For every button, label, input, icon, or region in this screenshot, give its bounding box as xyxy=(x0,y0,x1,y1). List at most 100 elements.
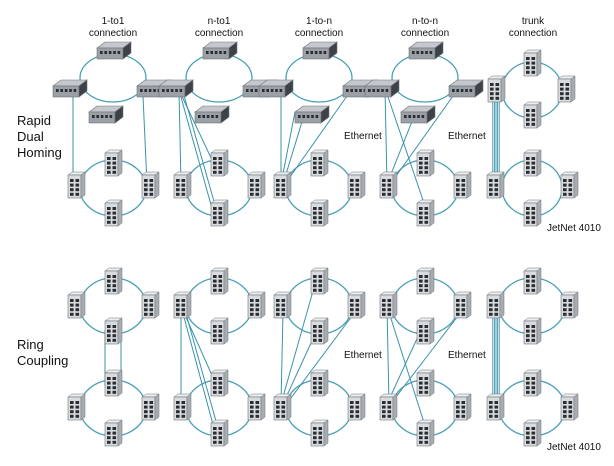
jetnet-device-icon xyxy=(273,171,292,199)
jetnet-device-icon xyxy=(310,267,329,295)
coupling-link xyxy=(384,87,388,185)
column-title-line1: n-to1 xyxy=(207,16,231,27)
jetnet-device-icon xyxy=(173,393,192,421)
column-title-line2: connection xyxy=(508,28,558,39)
jetnet-device-icon xyxy=(523,149,542,177)
coupling-link xyxy=(388,95,454,187)
jetnet-device-icon xyxy=(557,75,576,103)
column-title-line2: connection xyxy=(294,28,344,39)
jetnet-device-icon xyxy=(210,149,229,177)
jetnet-device-icon xyxy=(310,317,329,345)
jetnet-device-icon xyxy=(210,317,229,345)
jetnet-device-icon xyxy=(173,291,192,319)
coupling-link xyxy=(284,95,348,185)
jetnet-device-icon xyxy=(379,171,398,199)
ethernet-label: Ethernet xyxy=(448,350,486,361)
jetnet-device-icon xyxy=(379,291,398,319)
jetnet-device-icon xyxy=(104,419,123,447)
jetnet-device-icon xyxy=(560,171,579,199)
jetnet-device-icon xyxy=(273,393,292,421)
jetnet-device-icon xyxy=(141,393,160,421)
jetnet-device-icon xyxy=(523,101,542,129)
column-title-nton: n-to-n connection xyxy=(380,16,470,40)
jetnet-device-icon xyxy=(210,199,229,227)
ethernet-label: Ethernet xyxy=(448,131,486,142)
coupling-link xyxy=(388,311,462,407)
ring-link xyxy=(185,53,253,103)
jetnet-device-icon xyxy=(487,75,506,103)
jetnet-device-icon xyxy=(416,317,435,345)
ring-link xyxy=(285,53,353,103)
jetnet-device-icon xyxy=(347,171,366,199)
jetnet-device-icon xyxy=(347,393,366,421)
coupling-link xyxy=(142,95,148,185)
jetnet-device-icon xyxy=(523,49,542,77)
coupling-link xyxy=(284,311,356,407)
jetnet-device-icon xyxy=(247,291,266,319)
column-title-line1: 1-to-n xyxy=(305,16,333,27)
backbone-switch-icon xyxy=(194,105,230,124)
jetnet-device-icon xyxy=(104,317,123,345)
jetnet-device-icon xyxy=(453,171,472,199)
jetnet-device-icon xyxy=(416,149,435,177)
row-label-ring-coupling: Ring Coupling xyxy=(17,337,69,368)
column-title-nto1: n-to1 connection xyxy=(174,16,264,40)
jetnet-device-icon xyxy=(104,267,123,295)
backbone-switch-icon xyxy=(88,105,124,124)
coupling-link xyxy=(178,89,214,213)
jetnet-device-icon xyxy=(141,171,160,199)
backbone-switch-icon xyxy=(202,41,238,60)
jetnet-device-icon xyxy=(141,291,160,319)
jetnet-device-icon xyxy=(273,291,292,319)
jetnet-device-icon xyxy=(210,267,229,295)
jetnet-device-icon xyxy=(104,369,123,397)
coupling-link xyxy=(180,305,216,383)
column-title-1to1: 1-to1 connection xyxy=(68,16,158,40)
jetnet-device-icon xyxy=(560,393,579,421)
devices-layer xyxy=(52,41,579,447)
column-title-line1: n-to-n xyxy=(411,16,439,27)
jetnet-device-icon xyxy=(523,419,542,447)
jetnet-device-icon xyxy=(453,291,472,319)
coupling-link xyxy=(386,305,390,405)
jetnet-device-icon xyxy=(486,291,505,319)
backbone-switch-icon xyxy=(258,79,294,98)
ethernet-label: Ethernet xyxy=(344,350,382,361)
jetnet-device-icon xyxy=(523,267,542,295)
jetnet-device-icon xyxy=(560,291,579,319)
column-title-line2: connection xyxy=(88,28,138,39)
jetnet-device-icon xyxy=(486,393,505,421)
jetnet-device-icon xyxy=(416,419,435,447)
column-title-trunk: trunk connection xyxy=(488,16,578,40)
backbone-switch-icon xyxy=(408,41,444,60)
coupling-link xyxy=(180,305,216,433)
jetnet-device-icon xyxy=(173,171,192,199)
coupling-link xyxy=(184,309,220,433)
coupling-link xyxy=(178,89,182,185)
backbone-switch-icon xyxy=(96,41,132,60)
jetnet-device-icon xyxy=(523,199,542,227)
jetnet-device-icon xyxy=(310,419,329,447)
jetnet-device-icon xyxy=(210,369,229,397)
coupling-link xyxy=(280,311,284,405)
row-label-rapid-dual-homing: Rapid Dual Homing xyxy=(17,113,62,160)
backbone-switch-icon xyxy=(52,79,88,98)
jetnet-device-icon xyxy=(104,149,123,177)
device-model-label: JetNet 4010 xyxy=(547,223,601,234)
jetnet-device-icon xyxy=(67,171,86,199)
backbone-switch-icon xyxy=(364,79,400,98)
jetnet-device-icon xyxy=(453,393,472,421)
coupling-link xyxy=(182,91,218,213)
jetnet-device-icon xyxy=(347,291,366,319)
column-title-line2: connection xyxy=(400,28,450,39)
jetnet-device-icon xyxy=(416,369,435,397)
coupling-link xyxy=(280,283,316,405)
column-title-line2: connection xyxy=(194,28,244,39)
jetnet-device-icon xyxy=(247,171,266,199)
jetnet-device-icon xyxy=(416,199,435,227)
jetnet-device-icon xyxy=(523,317,542,345)
jetnet-device-icon xyxy=(523,369,542,397)
ring-link xyxy=(79,53,147,103)
